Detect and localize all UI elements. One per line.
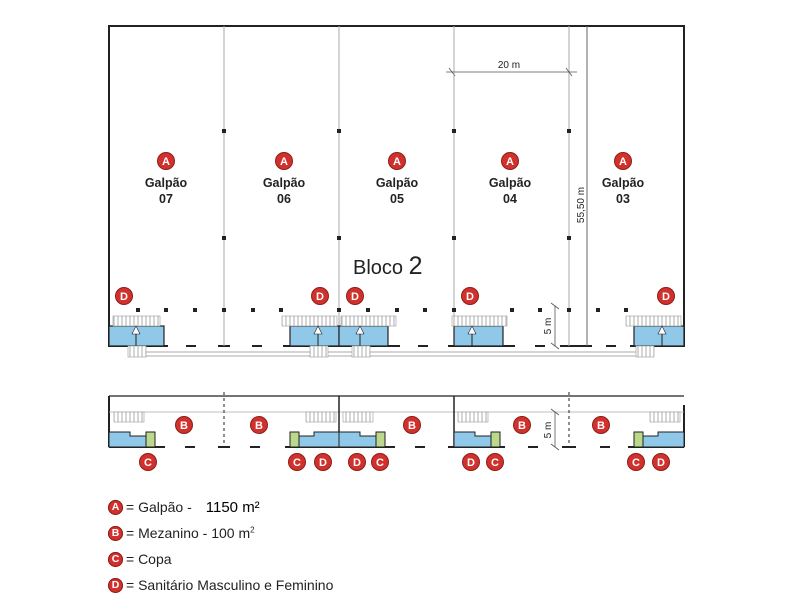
floor-plan: 20 m 55,50 m 5 m A Galpão 07 A Galpão 06… (108, 25, 685, 471)
legend-text: = Galpão - (126, 499, 192, 515)
main-block (108, 25, 685, 357)
marker-d: D (466, 291, 474, 303)
unit-name: Galpão (376, 176, 419, 190)
unit-number: 05 (390, 192, 404, 206)
dimension-width: 20 m (446, 60, 577, 129)
strip-dimension-label: 5 m (543, 318, 554, 335)
unit-06: A Galpão 06 (263, 152, 306, 206)
marker-c: C (376, 457, 384, 469)
marker-d: D (467, 457, 475, 469)
legend-text: = Sanitário Masculino e Feminino (126, 577, 334, 593)
marker-b: B (518, 420, 526, 432)
marker-c: C (632, 457, 640, 469)
unit-name: Galpão (489, 176, 532, 190)
depth-dimension-label: 55,50 m (576, 187, 587, 223)
marker-c: C (108, 551, 123, 567)
unit-number: 07 (159, 192, 173, 206)
marker-c: C (144, 457, 152, 469)
marker-a: A (393, 156, 401, 168)
marker-d: D (108, 577, 123, 593)
marker-a: A (162, 156, 170, 168)
marker-b: B (108, 525, 123, 541)
marker-a: A (108, 499, 123, 515)
marker-d: D (316, 291, 324, 303)
marker-b: B (180, 420, 188, 432)
marker-d: D (319, 457, 327, 469)
unit-03: A Galpão 03 (602, 152, 645, 206)
d-markers-main: D D D D D (115, 287, 675, 305)
marker-b: B (408, 420, 416, 432)
block-label-prefix: Bloco (353, 257, 403, 279)
legend-row-a: A = Galpão - 1150 m² (108, 494, 508, 520)
legend-row-d: D = Sanitário Masculino e Feminino (108, 572, 508, 598)
legend-sup: 2 (250, 525, 255, 535)
legend-text: = Mezanino - 100 m (126, 525, 251, 541)
legend-row-b: B = Mezanino - 100 m2 (108, 520, 508, 546)
unit-number: 03 (616, 192, 630, 206)
unit-name: Galpão (145, 176, 188, 190)
marker-b: B (255, 420, 263, 432)
marker-d: D (120, 291, 128, 303)
marker-a: A (619, 156, 627, 168)
block-label: Bloco 2 (353, 252, 423, 280)
upper-strip-dimension-label: 5 m (543, 422, 554, 439)
mezzanine-modules (108, 411, 685, 448)
legend-text: = Copa (126, 551, 172, 567)
dimension-depth: 55,50 m 5 m (543, 26, 588, 350)
marker-d: D (662, 291, 670, 303)
width-dimension-label: 20 m (498, 60, 520, 71)
marker-c: C (293, 457, 301, 469)
marker-b: B (597, 420, 605, 432)
cd-markers: C C D D C D C C D (139, 453, 670, 471)
marker-d: D (657, 457, 665, 469)
unit-07: A Galpão 07 (145, 152, 188, 206)
block-label-number: 2 (409, 252, 423, 280)
unit-name: Galpão (263, 176, 306, 190)
unit-number: 04 (503, 192, 517, 206)
marker-a: A (506, 156, 514, 168)
marker-d: D (351, 291, 359, 303)
marker-c: C (491, 457, 499, 469)
marker-d: D (353, 457, 361, 469)
marker-a: A (280, 156, 288, 168)
unit-05: A Galpão 05 (376, 152, 419, 206)
legend: A = Galpão - 1150 m² B = Mezanino - 100 … (108, 494, 508, 598)
legend-row-c: C = Copa (108, 546, 508, 572)
mezzanine-strip: 5 m (108, 392, 685, 451)
unit-name: Galpão (602, 176, 645, 190)
toilet-modules (108, 315, 685, 358)
unit-04: A Galpão 04 (489, 152, 532, 206)
unit-number: 06 (277, 192, 291, 206)
b-markers: B B B B B (175, 416, 610, 434)
legend-value: 1150 m² (205, 498, 260, 516)
